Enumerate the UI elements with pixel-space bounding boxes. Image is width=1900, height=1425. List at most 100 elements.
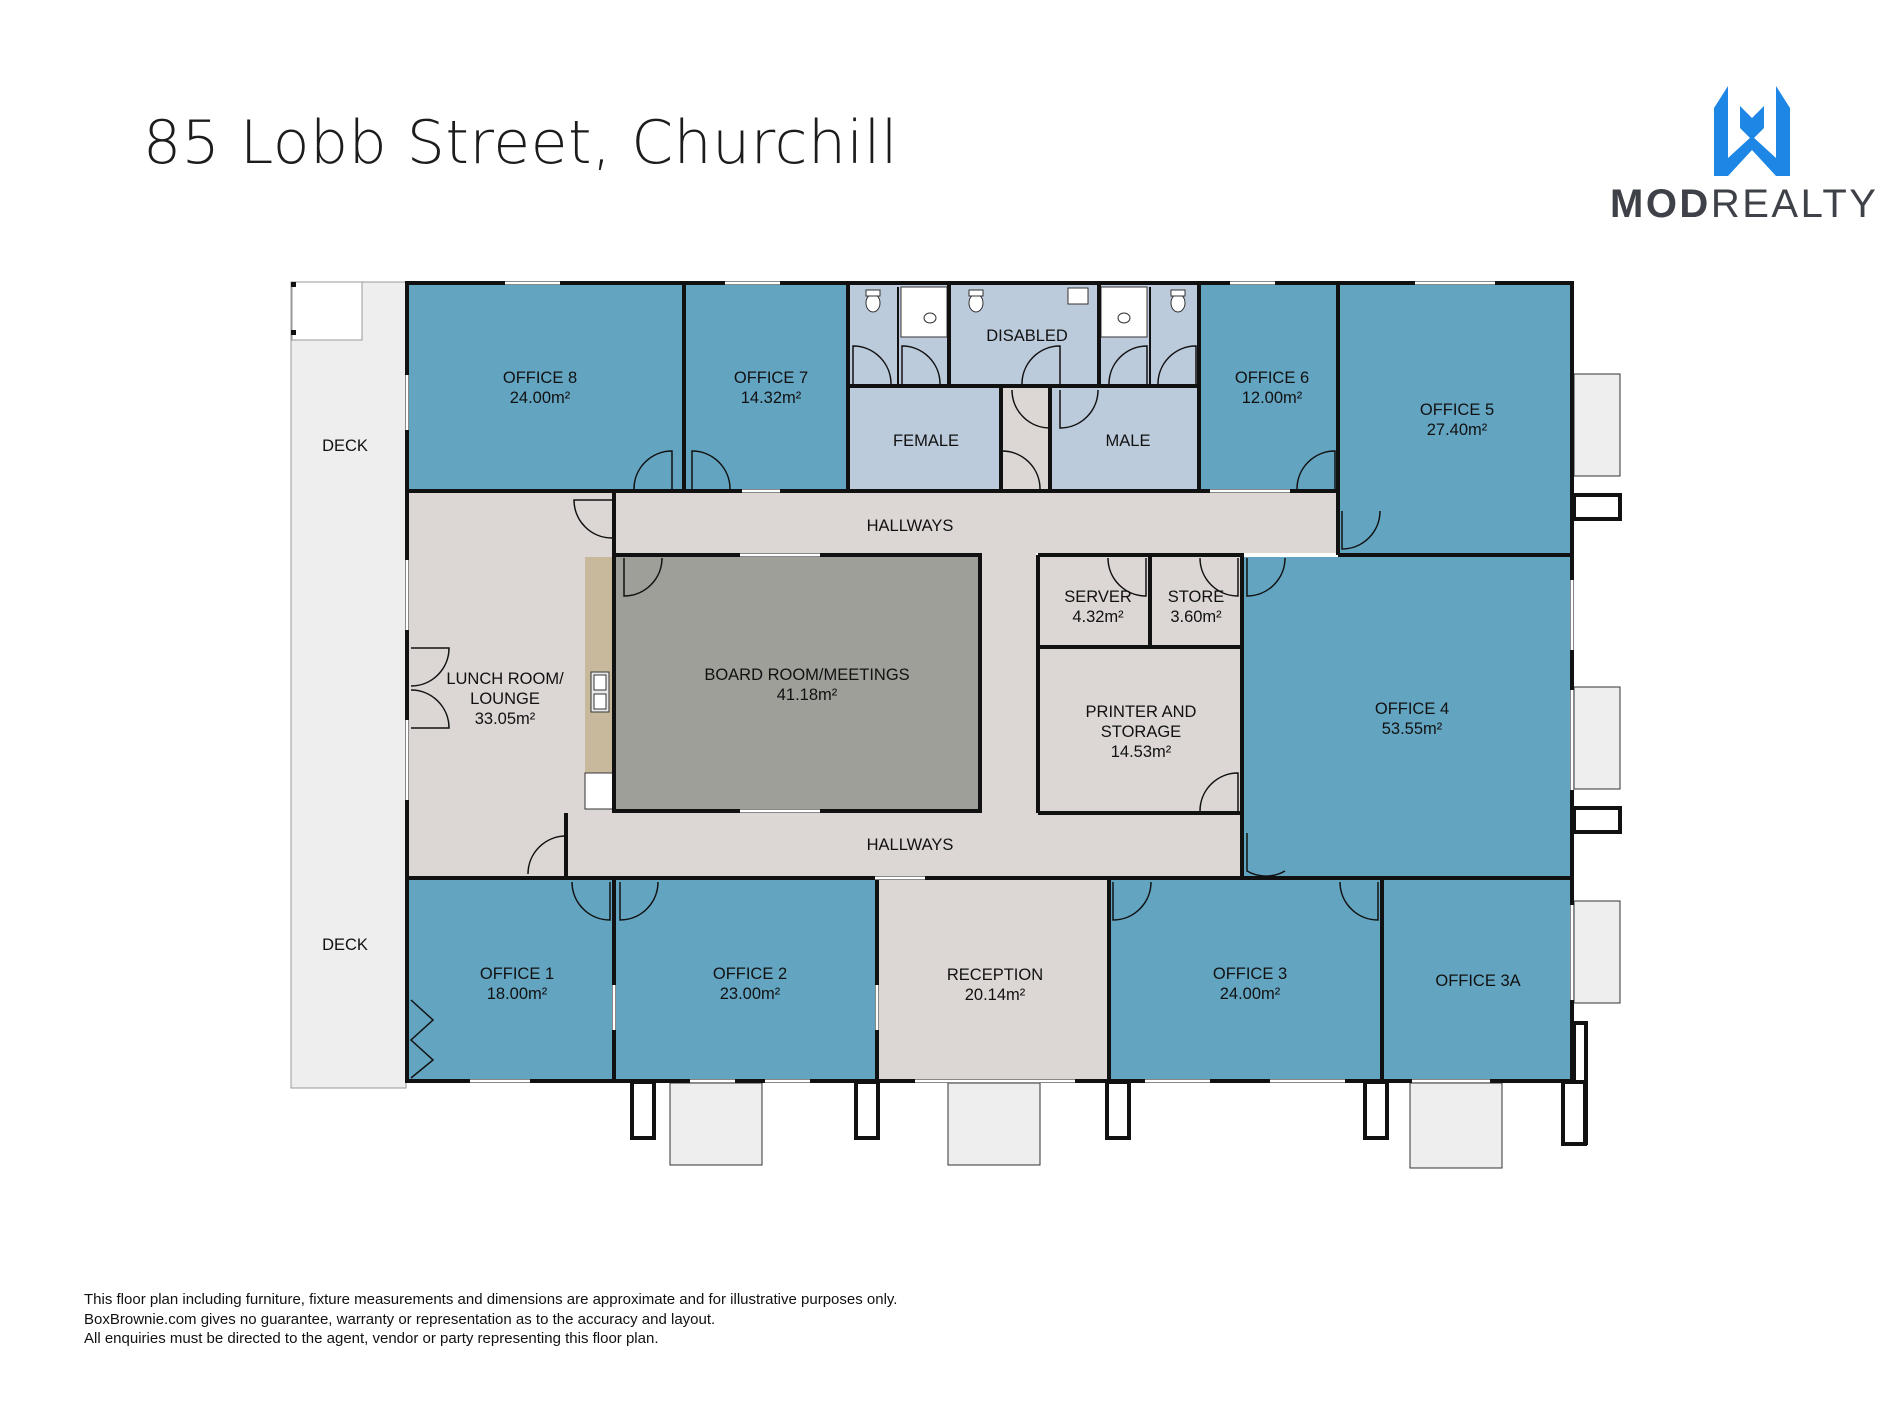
board-room-name: BOARD ROOM/MEETINGS: [704, 666, 909, 684]
printer-name-2: STORAGE: [1101, 723, 1181, 741]
porch-right-2: [1573, 686, 1621, 790]
toilet-icon: [865, 293, 881, 313]
room-labels: DECK DECK OFFICE 8 24.00m² OFFICE 7 14.3…: [322, 327, 1521, 1004]
male-label: MALE: [1106, 432, 1151, 450]
office-1: [409, 880, 612, 1079]
page-title: 85 Lobb Street, Churchill: [143, 108, 899, 178]
door: [1107, 557, 1147, 597]
office-7: [686, 285, 847, 490]
door: [410, 647, 450, 687]
office-4: [1244, 557, 1570, 876]
disclaimer: This floor plan including furniture, fix…: [84, 1290, 897, 1349]
corridor-wc: [1001, 386, 1050, 490]
office-8-name: OFFICE 8: [503, 369, 577, 387]
door: [1246, 833, 1286, 877]
server-name: SERVER: [1064, 588, 1132, 606]
deck-post: [291, 282, 296, 287]
disclaimer-line-3: All enquiries must be directed to the ag…: [84, 1330, 659, 1347]
server-area: 4.32m²: [1072, 608, 1124, 626]
porch-bottom-1: [669, 1082, 763, 1166]
door: [633, 450, 673, 490]
room-fills: [409, 285, 1570, 1079]
door: [1112, 881, 1152, 921]
printer-name-1: PRINTER AND: [1086, 703, 1197, 721]
windows: [405, 281, 1574, 1083]
deck-step: [291, 281, 363, 341]
door: [1246, 557, 1286, 597]
toilet-icon: [1170, 293, 1186, 313]
lunch-room-name-1: LUNCH ROOM/: [446, 670, 564, 688]
printer-area: 14.53m²: [1111, 743, 1172, 761]
door: [901, 345, 941, 385]
door: [1059, 389, 1099, 429]
fridge-icon: [584, 772, 616, 810]
bifold-door: [409, 999, 435, 1079]
toilet-fixtures: [865, 286, 1186, 338]
store-room: [1152, 557, 1240, 645]
door: [852, 345, 892, 385]
door: [1157, 345, 1197, 385]
door: [1296, 450, 1336, 490]
door: [1108, 345, 1148, 385]
office-3-area: 24.00m²: [1220, 985, 1281, 1003]
door: [691, 450, 731, 490]
office-5-area: 27.40m²: [1427, 421, 1488, 439]
hallway-bottom-label: HALLWAYS: [867, 836, 954, 854]
door: [1001, 450, 1041, 490]
office-5-name: OFFICE 5: [1420, 401, 1494, 419]
office-8-area: 24.00m²: [510, 389, 571, 407]
brand-name: MODREALTY: [1610, 182, 1878, 227]
porches: [669, 373, 1621, 1169]
central-hallway: [980, 553, 1036, 813]
toilet-icon: [968, 293, 984, 313]
door: [573, 499, 613, 539]
store-area: 3.60m²: [1170, 608, 1222, 626]
printer-room: [1040, 649, 1240, 811]
office-1-name: OFFICE 1: [480, 965, 554, 983]
lunch-room-area: 33.05m²: [475, 710, 536, 728]
brand-logo: MODREALTY: [1610, 86, 1890, 226]
door: [410, 689, 450, 729]
door: [527, 835, 567, 875]
female-label: FEMALE: [893, 432, 959, 450]
office-6-area: 12.00m²: [1242, 389, 1303, 407]
door: [1021, 345, 1061, 385]
office-3a: [1384, 880, 1570, 1079]
mod-realty-logo-icon: [1714, 86, 1790, 176]
disclaimer-line-1: This floor plan including furniture, fix…: [84, 1291, 898, 1308]
office-2-area: 23.00m²: [720, 985, 781, 1003]
office-7-name: OFFICE 7: [734, 369, 808, 387]
door: [571, 881, 611, 921]
office-4-name: OFFICE 4: [1375, 700, 1449, 718]
office-3a-name: OFFICE 3A: [1435, 972, 1520, 990]
disclaimer-line-2: BoxBrownie.com gives no guarantee, warra…: [84, 1310, 716, 1328]
wc-stall: [1100, 286, 1148, 338]
office-4-area: 53.55m²: [1382, 720, 1443, 738]
deck-bottom-label: DECK: [322, 936, 368, 954]
porch-bottom-3: [1409, 1082, 1503, 1169]
door: [1341, 510, 1381, 550]
wc-stall: [900, 286, 948, 338]
door: [1011, 389, 1051, 429]
store-name: STORE: [1168, 588, 1225, 606]
office-2: [616, 880, 875, 1079]
lunch-room-name-2: LOUNGE: [470, 690, 540, 708]
office-3-name: OFFICE 3: [1213, 965, 1287, 983]
porch-right-1: [1573, 373, 1621, 477]
reception: [879, 880, 1107, 1079]
office-6: [1201, 285, 1337, 490]
door: [623, 557, 663, 597]
office-7-area: 14.32m²: [741, 389, 802, 407]
office-8: [409, 285, 682, 490]
reception-area: 20.14m²: [965, 986, 1026, 1004]
deck-top-label: DECK: [322, 437, 368, 455]
brand-name-regular: REALTY: [1710, 182, 1879, 226]
board-room: [616, 557, 980, 811]
server-room: [1040, 557, 1148, 645]
basin-icon: [1067, 287, 1089, 305]
door: [619, 881, 659, 921]
kitchen-bench: [585, 557, 615, 773]
office-6-name: OFFICE 6: [1235, 369, 1309, 387]
deck-post: [291, 330, 296, 335]
